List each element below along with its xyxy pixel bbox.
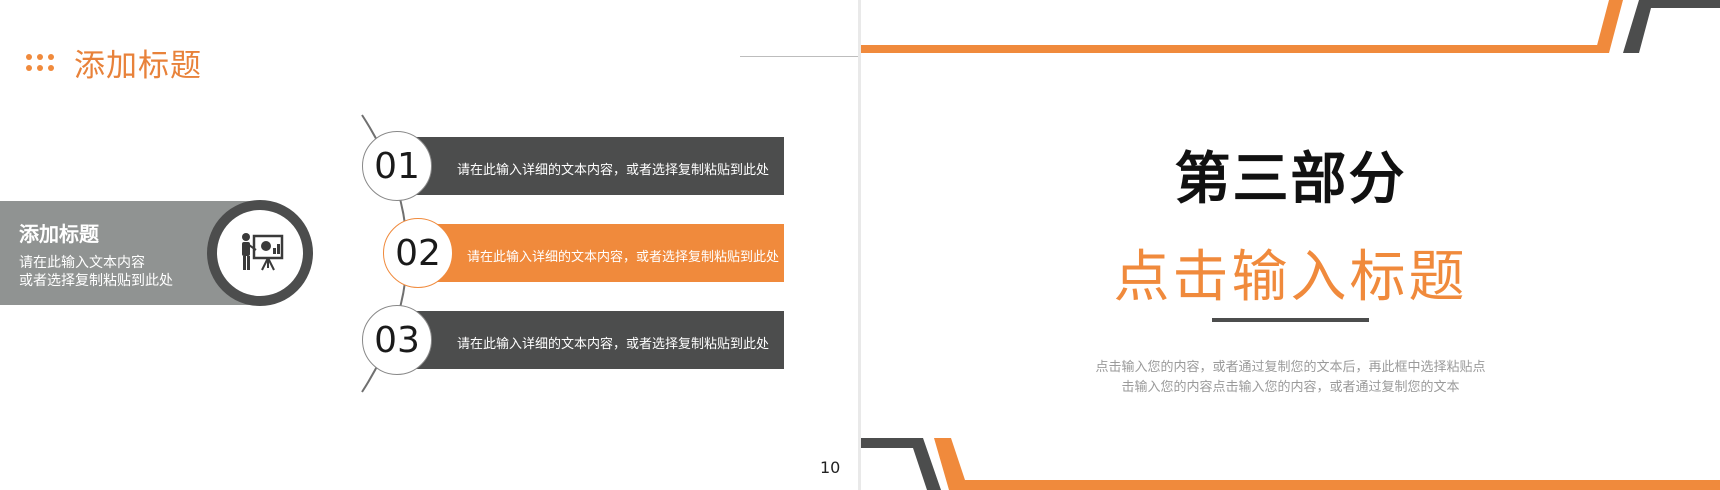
icon-ring-inner [217, 210, 303, 296]
side-card-title: 添加标题 [19, 222, 99, 246]
page-number: 10 [820, 458, 841, 477]
heading-underline [1212, 318, 1369, 322]
corner-decorations [861, 0, 1720, 490]
side-card-line: 或者选择复制粘贴到此处 [19, 273, 173, 289]
slide-right[interactable]: 第三部分 点击输入标题 点击输入您的内容，或者通过复制您的文本后，再此框中选择粘… [861, 0, 1720, 490]
section-label: 第三部分 [1174, 147, 1407, 212]
presenter-board-icon [242, 233, 284, 271]
item-number-1: 01 [362, 131, 432, 201]
item-text-1: 请在此输入详细的文本内容，或者选择复制粘贴到此处 [457, 163, 770, 178]
section-description-line[interactable]: 击输入您的内容点击输入您的内容，或者通过复制您的文本 [1121, 380, 1460, 395]
item-bar-3[interactable] [400, 311, 784, 369]
dots-grid-icon [26, 54, 54, 72]
section-description-line[interactable]: 点击输入您的内容，或者通过复制您的文本后，再此框中选择粘贴点 [1095, 360, 1486, 375]
item-text-2: 请在此输入详细的文本内容，或者选择复制粘贴到此处 [467, 250, 780, 265]
item-number-3: 03 [362, 305, 432, 375]
item-bar-1[interactable] [400, 137, 784, 195]
side-card-line: 请在此输入文本内容 [19, 255, 145, 271]
slide-left[interactable]: 添加标题 添加标题 请在此输入文本内容 或者选择复制粘贴到此处 请在此输入详细的… [0, 0, 858, 490]
item-text-3: 请在此输入详细的文本内容，或者选择复制粘贴到此处 [457, 337, 770, 352]
section-heading[interactable]: 点击输入标题 [1113, 245, 1468, 310]
page-title: 添加标题 [74, 48, 202, 84]
item-number-2: 02 [383, 218, 453, 288]
item-bar-2[interactable] [415, 224, 784, 282]
top-divider [740, 56, 858, 57]
